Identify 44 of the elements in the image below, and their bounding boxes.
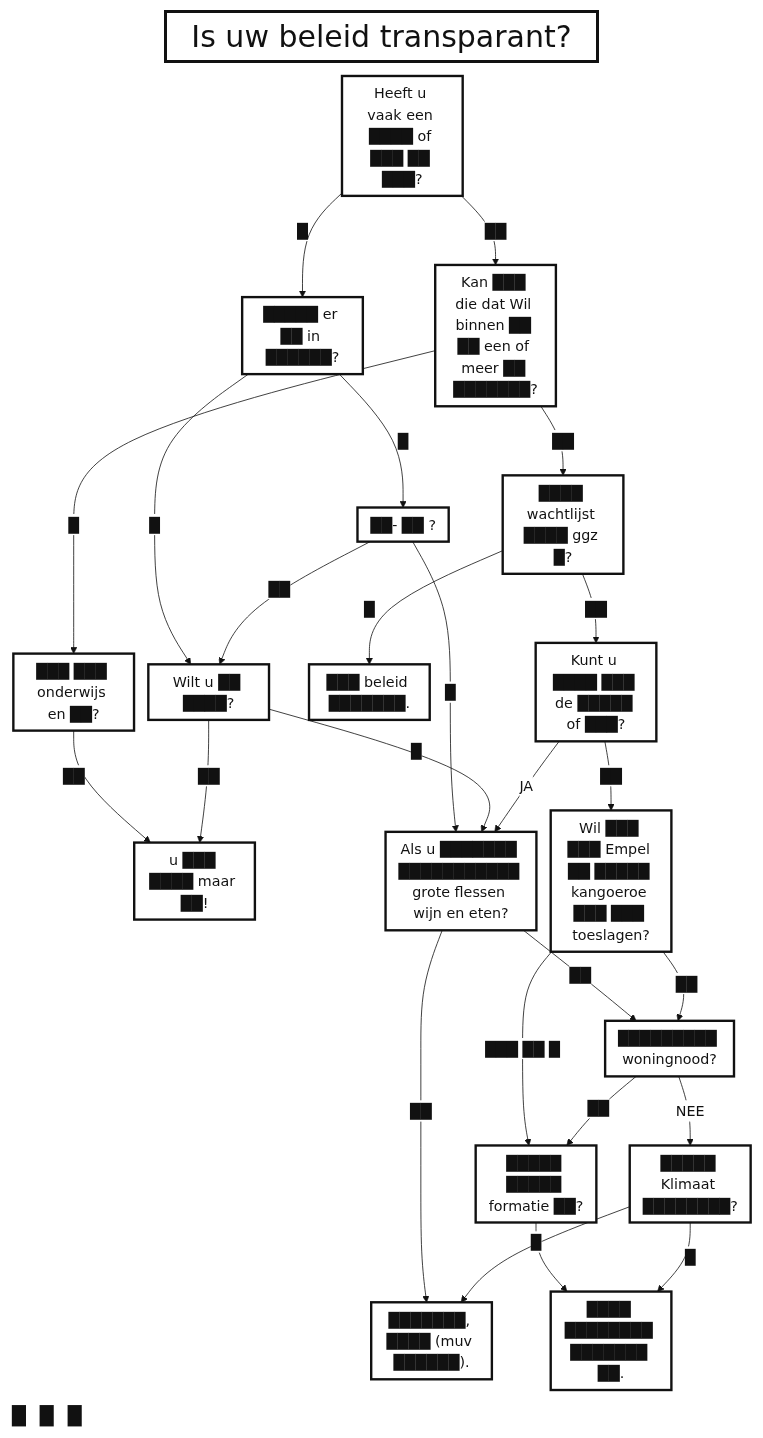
node-box: Kunt u ████ ███ de █████ of ███? <box>533 641 658 743</box>
edge-label: ██ <box>197 767 220 785</box>
edge-label: █ <box>363 600 375 617</box>
node-box: u ███ ████ maar ██! <box>132 841 256 921</box>
edge-label: ██ <box>586 1099 609 1117</box>
node-box: Wil ███ ███ Empel ██ █████ kangoeroe ███ ███ toeslagen? <box>549 809 673 953</box>
edge-label: ██ <box>267 580 290 598</box>
edge-label: █ <box>397 432 409 450</box>
edge-label: █ <box>530 1233 542 1251</box>
edge-label: JA <box>518 777 533 795</box>
edge-label: ██ <box>568 966 591 984</box>
node-box: █████████ woningnood? <box>603 1019 735 1078</box>
edge-label: ██ <box>409 1102 432 1120</box>
edge-label: █ <box>410 742 422 760</box>
node-box: ███ ███ onderwijs en ██? <box>11 652 135 732</box>
redacted-note: █ <box>39 1405 54 1426</box>
node-box: ████ wachtlijst ████ ggz █? <box>501 474 625 575</box>
node-box: ███████, ████ (muv ██████). <box>369 1301 493 1381</box>
node-box: Kan ███ die dat Wil binnen ██ ██ een of meer ██ ███████? <box>433 263 557 408</box>
edge-label: █ <box>444 683 456 701</box>
edge-label: ███ ██ █ <box>484 1040 560 1057</box>
node-box: Heeft u vaak een ████ of ███ ██ ███? <box>340 74 464 198</box>
edge-label: █ <box>296 222 308 239</box>
node-box: Wilt u ██ ████? <box>146 663 270 722</box>
edge-label: ██ <box>584 600 607 617</box>
node-box: Als u ███████ ███████████ grote flessen wijn en eten? <box>383 830 538 932</box>
edge-label: █ <box>148 516 160 533</box>
edge-label: ██ <box>551 432 574 450</box>
redacted-note: █ <box>12 1405 26 1426</box>
node-box: ███ beleid ███████. <box>307 663 431 722</box>
node-box: ████ ████████ ███████ ██. <box>549 1290 673 1392</box>
edge-label: ██ <box>62 767 85 785</box>
node-box: █████ er ██ in ██████? <box>240 295 364 376</box>
edge-label: ██ <box>599 767 622 785</box>
node-box: █████ Klimaat ████████? <box>628 1144 752 1224</box>
title-banner: Is uw beleid transparant? <box>164 10 599 63</box>
edge-label: █ <box>67 516 79 533</box>
redacted-note: █ <box>67 1405 82 1426</box>
node-box: █████ █████ formatie ██? <box>474 1144 598 1224</box>
edge-label: █ <box>684 1248 696 1266</box>
edge-label: NEE <box>675 1102 705 1120</box>
node-box: ██- ██ ? <box>355 506 450 543</box>
edge-label: ██ <box>674 975 697 992</box>
edge-label: ██ <box>484 222 507 239</box>
